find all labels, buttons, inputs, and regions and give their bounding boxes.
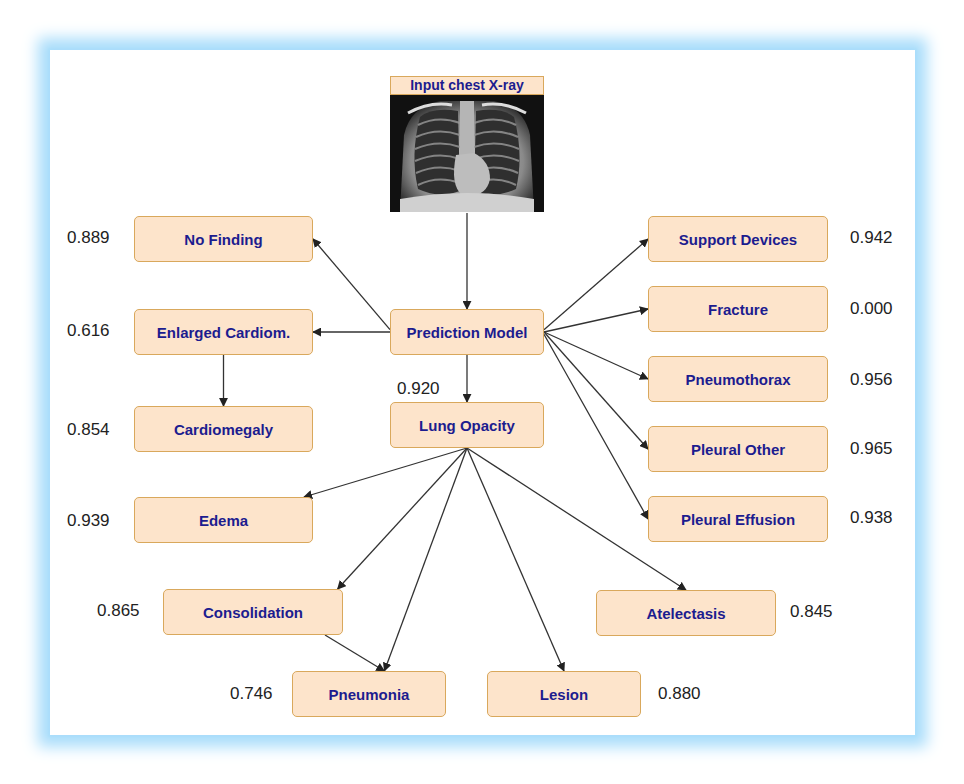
score-value: 0.746: [230, 684, 273, 704]
arrow-connector: [338, 448, 467, 589]
class-label: Support Devices: [679, 231, 797, 248]
class-box: Enlarged Cardiom.: [134, 309, 313, 355]
class-label: Pneumonia: [329, 686, 410, 703]
class-box: Atelectasis: [596, 590, 776, 636]
arrow-connector: [544, 309, 648, 332]
score-value: 0.616: [67, 321, 110, 341]
class-box: Lung Opacity: [390, 402, 544, 448]
class-box: Pneumothorax: [648, 356, 828, 402]
class-box: No Finding: [134, 216, 313, 262]
class-box: Consolidation: [163, 589, 343, 635]
class-box: Lesion: [487, 671, 641, 717]
arrow-connector: [544, 239, 648, 330]
score-value: 0.920: [397, 379, 440, 399]
class-label: Prediction Model: [407, 324, 528, 341]
arrow-connector: [544, 332, 648, 379]
chest-xray-image: [390, 95, 544, 212]
class-label: Cardiomegaly: [174, 421, 273, 438]
class-box: Pneumonia: [292, 671, 446, 717]
image-caption: Input chest X-ray: [390, 76, 544, 95]
score-value: 0.854: [67, 420, 110, 440]
score-value: 0.956: [850, 370, 893, 390]
arrow-connector: [544, 334, 648, 519]
score-value: 0.865: [97, 601, 140, 621]
class-box: Fracture: [648, 286, 828, 332]
arrow-connector: [325, 635, 384, 671]
class-box: Support Devices: [648, 216, 828, 262]
input-image-node: Input chest X-ray: [390, 76, 544, 213]
class-label: Lung Opacity: [419, 417, 515, 434]
score-value: 0.889: [67, 228, 110, 248]
arrow-connector: [313, 239, 390, 330]
class-box: Pleural Other: [648, 426, 828, 472]
score-value: 0.965: [850, 439, 893, 459]
arrow-connector: [304, 448, 467, 497]
class-label: Edema: [199, 512, 248, 529]
class-label: Consolidation: [203, 604, 303, 621]
class-box: Cardiomegaly: [134, 406, 313, 452]
class-box: Prediction Model: [390, 309, 544, 355]
class-label: Atelectasis: [646, 605, 725, 622]
score-value: 0.000: [850, 299, 893, 319]
class-label: Lesion: [540, 686, 588, 703]
arrow-connector: [466, 213, 467, 309]
score-value: 0.939: [67, 511, 110, 531]
class-label: No Finding: [184, 231, 262, 248]
class-box: Pleural Effusion: [648, 496, 828, 542]
arrow-connector: [467, 448, 564, 671]
arrow-connector: [313, 331, 390, 332]
arrow-connector: [223, 355, 224, 406]
class-box: Edema: [134, 497, 313, 543]
class-label: Enlarged Cardiom.: [157, 324, 290, 341]
arrow-connector: [466, 355, 467, 402]
class-label: Pleural Other: [691, 441, 785, 458]
score-value: 0.938: [850, 508, 893, 528]
class-label: Fracture: [708, 301, 768, 318]
score-value: 0.942: [850, 228, 893, 248]
class-label: Pneumothorax: [685, 371, 790, 388]
score-value: 0.880: [658, 684, 701, 704]
class-label: Pleural Effusion: [681, 511, 795, 528]
score-value: 0.845: [790, 602, 833, 622]
arrow-connector: [384, 448, 467, 671]
arrow-connector: [544, 332, 648, 449]
